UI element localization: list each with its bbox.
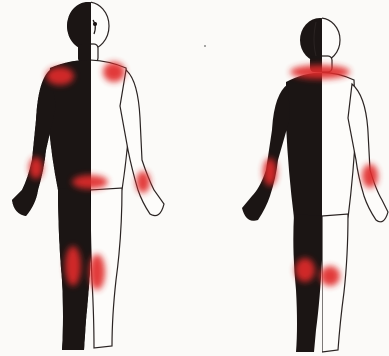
marking-waist [72,175,108,189]
marking-left-thigh [65,246,81,286]
marking-back-right-forearm [362,164,378,188]
marking-left-shoulder [46,67,74,85]
marking-right-forearm [136,171,150,193]
marking-left-forearm [29,157,43,179]
marking-left-knee [295,258,315,282]
marking-right-shoulder [103,62,125,82]
marking-back-left-forearm [263,158,277,186]
marking-right-thigh [89,254,105,290]
marking-right-knee [320,266,340,286]
marking-upper-back [290,65,350,79]
paper-speck [204,45,206,47]
